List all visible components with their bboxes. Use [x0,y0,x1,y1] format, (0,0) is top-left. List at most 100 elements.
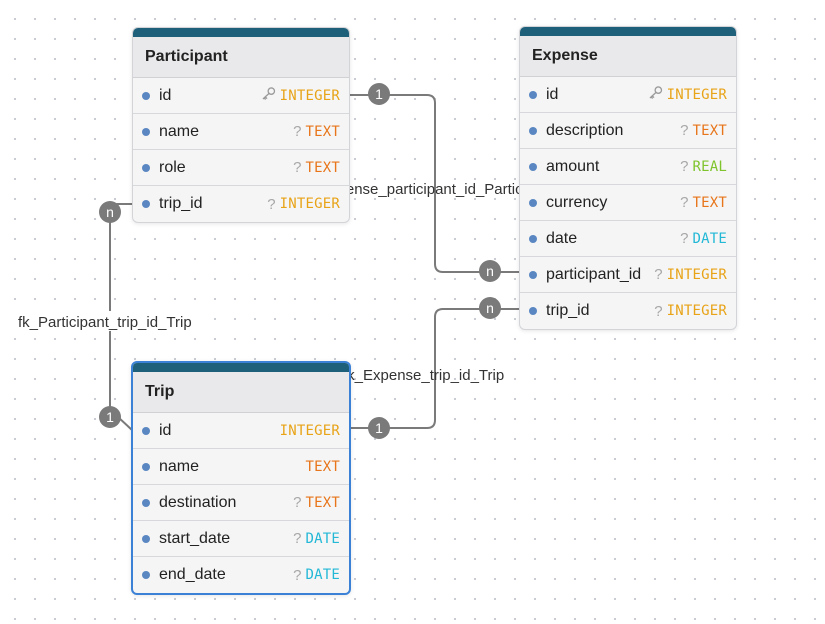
field-type: INTEGER [666,86,727,103]
field-handle-dot[interactable] [142,534,150,543]
field-row-id[interactable]: id INTEGER [133,78,349,114]
field-handle-dot[interactable] [142,498,150,507]
field-type: TEXT [305,159,340,176]
field-handle-dot[interactable] [142,571,150,579]
field-type: DATE [305,567,340,583]
field-type: TEXT [305,458,340,475]
field-meta: ?TEXT [680,122,727,139]
svg-text:1: 1 [375,420,383,436]
field-name: trip_id [159,195,203,212]
field-handle-dot[interactable] [142,462,150,471]
nullable-indicator: ? [680,158,689,175]
field-row-destination[interactable]: destination?TEXT [133,485,349,521]
field-name: participant_id [546,265,642,283]
field-row-role[interactable]: role?TEXT [133,150,349,186]
table-title[interactable]: Participant [133,37,349,78]
cardinality-marker-1: 1 [368,417,390,439]
nullable-indicator: ? [293,566,302,584]
nullable-indicator: ? [293,123,302,140]
field-handle-dot[interactable] [529,198,537,207]
edge-expense-trip[interactable] [350,308,520,429]
field-type: INTEGER [666,303,727,319]
field-type: INTEGER [279,196,340,212]
field-handle-dot[interactable] [142,91,150,100]
field-handle-dot[interactable] [529,270,537,279]
field-row-end-date[interactable]: end_date?DATE [133,557,349,593]
nullable-indicator: ? [293,530,302,547]
field-type: TEXT [305,494,340,511]
nullable-indicator: ? [680,122,689,139]
field-meta: ?TEXT [293,494,340,511]
edge-label-expense-trip: fk_Expense_trip_id_Trip [343,367,504,384]
field-type: TEXT [305,123,340,140]
field-meta: ?INTEGER [267,196,340,213]
field-handle-dot[interactable] [142,200,150,208]
table-accent-bar [133,363,349,372]
field-type: DATE [305,530,340,547]
field-meta: ?TEXT [293,123,340,140]
field-name: role [159,158,186,176]
cardinality-marker-1: 1 [99,406,121,428]
field-handle-dot[interactable] [529,234,537,243]
field-handle-dot[interactable] [142,426,150,435]
cardinality-marker-1: 1 [368,83,390,105]
field-name: id [159,421,172,439]
field-name: id [159,86,172,104]
field-name: start_date [159,529,231,547]
field-row-date[interactable]: date?DATE [520,221,736,257]
field-row-trip-id[interactable]: trip_id?INTEGER [133,186,349,222]
field-meta: INTEGER [261,86,340,105]
table-accent-bar [520,27,736,36]
nullable-indicator: ? [267,195,276,213]
field-meta: ?TEXT [293,159,340,176]
field-row-participant-id[interactable]: participant_id ?INTEGER [520,257,736,293]
field-handle-dot[interactable] [142,163,150,172]
field-meta: ?TEXT [680,194,727,211]
field-row-description[interactable]: description?TEXT [520,113,736,149]
svg-text:1: 1 [106,409,114,425]
field-row-name[interactable]: name?TEXT [133,114,349,150]
field-meta: ?INTEGER [654,266,727,283]
field-handle-dot[interactable] [529,162,537,171]
field-handle-dot[interactable] [529,126,537,135]
field-name: destination [159,493,237,511]
edge-expense-participant[interactable] [350,94,520,273]
cardinality-marker-n: n [479,260,501,282]
field-meta: INTEGER [648,85,727,104]
field-row-currency[interactable]: currency ?TEXT [520,185,736,221]
cardinality-marker-n: n [479,297,501,319]
field-handle-dot[interactable] [529,307,537,315]
nullable-indicator: ? [293,494,302,511]
key-icon [261,86,276,105]
table-title[interactable]: Expense [520,36,736,77]
table-title[interactable]: Trip [133,372,349,413]
svg-text:n: n [486,263,494,279]
svg-text:1: 1 [375,86,383,102]
field-type: TEXT [692,122,727,139]
field-meta: ?INTEGER [654,303,727,320]
nullable-indicator: ? [680,194,689,211]
nullable-indicator: ? [293,159,302,176]
field-row-amount[interactable]: amount?REAL [520,149,736,185]
svg-text:n: n [106,204,114,220]
field-name: end_date [159,566,226,583]
cardinality-marker-n: n [99,201,121,223]
field-handle-dot[interactable] [142,127,150,136]
field-name: description [546,121,624,139]
field-meta: ?DATE [293,567,340,584]
field-handle-dot[interactable] [529,90,537,99]
field-type: INTEGER [279,87,340,104]
field-row-start-date[interactable]: start_date?DATE [133,521,349,557]
field-name: currency [546,193,608,211]
field-name: date [546,229,578,247]
field-row-trip-id[interactable]: trip_id?INTEGER [520,293,736,329]
field-type: DATE [692,230,727,247]
svg-text:n: n [486,300,494,316]
